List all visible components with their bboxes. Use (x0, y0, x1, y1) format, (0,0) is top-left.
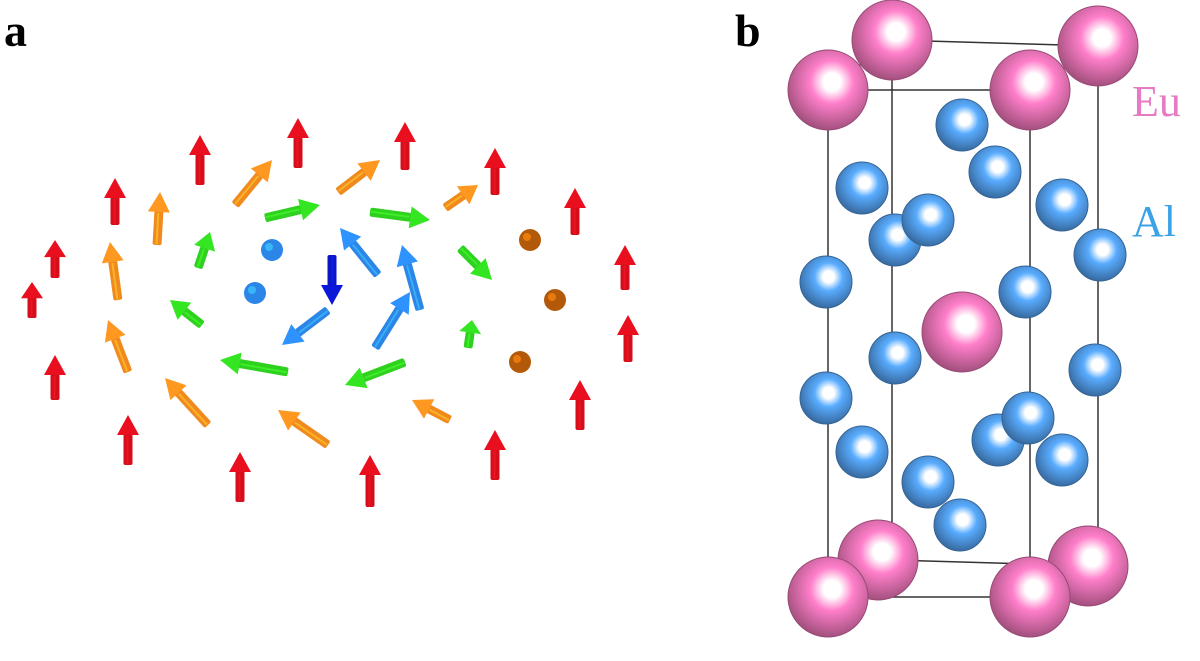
spin-arrow-up (569, 380, 591, 430)
spin-arrow-up (21, 282, 43, 318)
spin-arrow-up (359, 455, 381, 507)
al-atom (901, 455, 955, 509)
al-atom (1068, 343, 1122, 397)
al-atom (1073, 228, 1127, 282)
spin-dot-highlight (513, 355, 521, 363)
al-atom (901, 193, 955, 247)
spin-arrow-orange (443, 185, 478, 211)
spin-arrow-up (614, 245, 636, 290)
spin-arrow-green (220, 352, 289, 377)
spin-arrow-up (104, 178, 126, 225)
al-atom (998, 265, 1052, 319)
spin-arrow-orange (277, 409, 330, 448)
al-atom (1001, 391, 1055, 445)
spin-arrow-green (459, 320, 482, 349)
spin-arrow-up (287, 118, 309, 168)
spin-arrow-light-blue (371, 292, 410, 350)
spin-arrow-orange (412, 399, 452, 424)
al-atom (868, 331, 922, 385)
spin-dot-highlight (265, 243, 273, 251)
al-atom (933, 498, 987, 552)
al-atom (1035, 178, 1089, 232)
spin-arrow-up (189, 135, 211, 185)
spin-arrow-orange (104, 319, 132, 374)
spin-arrow-green (457, 245, 492, 280)
spin-arrow-orange (101, 241, 124, 301)
al-atom (935, 98, 989, 152)
eu-atom (989, 556, 1071, 638)
spin-arrow-green (264, 198, 320, 222)
spin-arrow-up (229, 452, 251, 502)
spin-arrow-up (484, 430, 506, 480)
spin-arrow-up (44, 355, 66, 400)
spin-arrow-light-blue (282, 307, 330, 346)
spin-arrow-light-blue (396, 245, 424, 311)
element-label-eu: Eu (1132, 77, 1181, 126)
eu-atom (851, 0, 933, 81)
al-atom (835, 425, 889, 479)
eu-atom (989, 49, 1071, 131)
eu-atom (787, 49, 869, 131)
spin-dot-highlight (248, 286, 256, 294)
eu-atom (1057, 5, 1139, 87)
spin-arrow-green (345, 358, 407, 389)
spin-arrow-light-blue (340, 227, 381, 278)
spin-arrow-up (484, 148, 506, 195)
spin-arrow-orange (147, 191, 170, 246)
spin-arrow-up (117, 415, 139, 465)
spin-arrow-green (194, 232, 216, 269)
al-atom (799, 255, 853, 309)
spin-arrow-up (564, 188, 586, 235)
panel-a-label: a (4, 5, 27, 56)
spin-arrow-green (369, 206, 430, 229)
spin-dot-highlight (548, 293, 556, 301)
spin-arrow-orange (232, 160, 272, 208)
spin-arrow-orange (336, 160, 380, 195)
spin-dot-highlight (523, 233, 531, 241)
spin-arrow-orange (164, 378, 211, 428)
spin-arrow-green (170, 300, 204, 328)
panel-b-label: b (735, 5, 761, 56)
spin-arrow-up (44, 240, 66, 278)
spin-arrow-dark-blue (321, 255, 343, 305)
al-atom (799, 371, 853, 425)
spin-arrow-up (394, 122, 416, 170)
spin-arrow-up (617, 315, 639, 362)
al-atom (835, 161, 889, 215)
al-atom (968, 145, 1022, 199)
al-atom (1035, 433, 1089, 487)
element-label-al: Al (1132, 197, 1176, 246)
eu-atom (921, 291, 1003, 373)
eu-atom (787, 556, 869, 638)
